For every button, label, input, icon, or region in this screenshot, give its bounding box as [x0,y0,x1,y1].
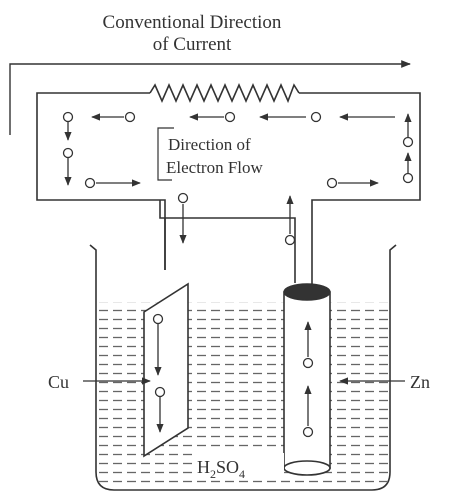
electron-markers-vertical-wires [177,192,296,246]
electrolyte-label-bg [192,453,284,479]
electron-markers-zinc [302,321,314,438]
copper-electrode [143,282,189,458]
zinc-electrode [283,283,331,476]
electron-flow-bracket [157,127,174,181]
current-direction-title-line1: Conventional Direction [103,12,282,33]
electrolyte-label: H2SO4 [197,457,245,481]
electron-markers-top [91,111,395,123]
electron-markers-right [402,113,414,184]
zinc-label: Zn [410,372,430,392]
beaker [89,244,397,491]
electron-flow-label-line1: Direction of [168,135,251,154]
resistor [149,83,300,104]
conventional-current-arrow [9,60,411,135]
electron-markers-bottom [84,177,379,189]
current-direction-title-line2: of Current [153,34,232,55]
electron-markers-left [62,111,74,186]
copper-label: Cu [48,372,69,392]
electron-flow-label-line2: Electron Flow [166,158,264,177]
electron-markers-copper [152,313,166,433]
